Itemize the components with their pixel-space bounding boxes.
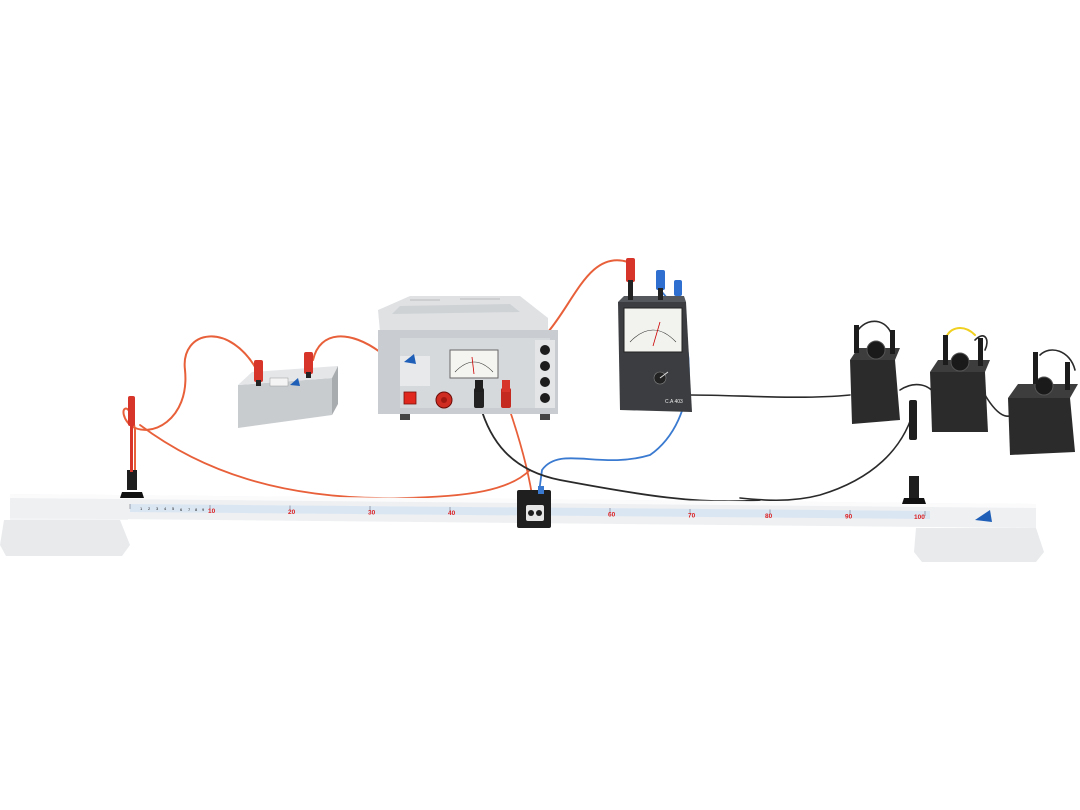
black-plug-icon bbox=[909, 400, 917, 440]
scale-label-6: 6 bbox=[180, 507, 183, 512]
meter-model-label: C.A 403 bbox=[665, 399, 683, 405]
black-wire-meter-to-cubes bbox=[689, 394, 851, 399]
scale-label-10: 10 bbox=[208, 508, 216, 515]
scale-label-7: 7 bbox=[188, 507, 191, 512]
scale-label-30: 30 bbox=[368, 510, 376, 517]
scale-label-1: 1 bbox=[140, 506, 143, 511]
cube-link-yellow bbox=[944, 327, 976, 341]
scale-label-100: 100 bbox=[914, 514, 925, 521]
scale-label-5: 5 bbox=[172, 506, 175, 511]
power-switch[interactable] bbox=[403, 391, 417, 405]
sliding-contact[interactable] bbox=[517, 486, 551, 528]
red-plug-icon bbox=[502, 380, 510, 392]
cube-link-5 bbox=[899, 383, 936, 396]
cube-link-1 bbox=[857, 320, 894, 341]
red-wire-long-low bbox=[139, 424, 531, 499]
left-foot bbox=[0, 520, 130, 556]
cube-link-2 bbox=[974, 335, 988, 351]
black-wire-cubes-to-post bbox=[739, 404, 916, 502]
scale-label-80: 80 bbox=[765, 513, 773, 520]
triangle-logo-icon bbox=[975, 510, 992, 522]
red-plug-icon bbox=[254, 360, 263, 382]
right-foot bbox=[914, 528, 1044, 562]
multimeter: C.A 403 bbox=[618, 258, 692, 412]
scale-label-40: 40 bbox=[448, 510, 456, 517]
red-wire-supply-to-slider bbox=[507, 404, 533, 496]
scale-label-9: 9 bbox=[202, 507, 205, 512]
cube-link-3 bbox=[1039, 349, 1076, 371]
red-wire-box-to-supply bbox=[312, 335, 381, 361]
black-plug-icon bbox=[475, 380, 483, 392]
triangle-logo-icon bbox=[404, 354, 416, 364]
power-supply bbox=[378, 296, 558, 420]
scale-label-60: 60 bbox=[608, 512, 616, 519]
scale-label-2: 2 bbox=[148, 506, 151, 511]
scale-label-8: 8 bbox=[195, 507, 198, 512]
red-wire-supply-to-meter bbox=[547, 259, 629, 333]
blue-plug-icon bbox=[674, 280, 682, 296]
resistor-cube-3 bbox=[1008, 352, 1078, 455]
red-plug-icon bbox=[128, 396, 135, 426]
red-plug-icon bbox=[626, 258, 635, 282]
scale-label-4: 4 bbox=[164, 506, 167, 511]
scale-label-70: 70 bbox=[688, 513, 696, 520]
red-plug-icon bbox=[304, 352, 313, 374]
blue-plug-icon bbox=[656, 270, 665, 290]
triangle-logo-icon bbox=[290, 378, 300, 386]
meter-bridge-ruler: 10 20 30 40 60 70 80 90 100 1 2 3 4 5 6 … bbox=[0, 396, 1044, 562]
left-terminal-post bbox=[120, 396, 144, 498]
red-wire-left-loop bbox=[122, 335, 259, 471]
scale-label-3: 3 bbox=[156, 506, 159, 511]
right-terminal-post bbox=[902, 476, 926, 504]
resistor-cube-1 bbox=[850, 325, 900, 424]
scale-label-90: 90 bbox=[845, 514, 853, 521]
plug-in-resistor-box bbox=[238, 352, 338, 428]
analog-dial-icon bbox=[449, 349, 499, 379]
scale-label-20: 20 bbox=[288, 509, 296, 516]
resistor-cube-2 bbox=[930, 335, 990, 432]
resistor-cubes bbox=[850, 325, 1078, 455]
